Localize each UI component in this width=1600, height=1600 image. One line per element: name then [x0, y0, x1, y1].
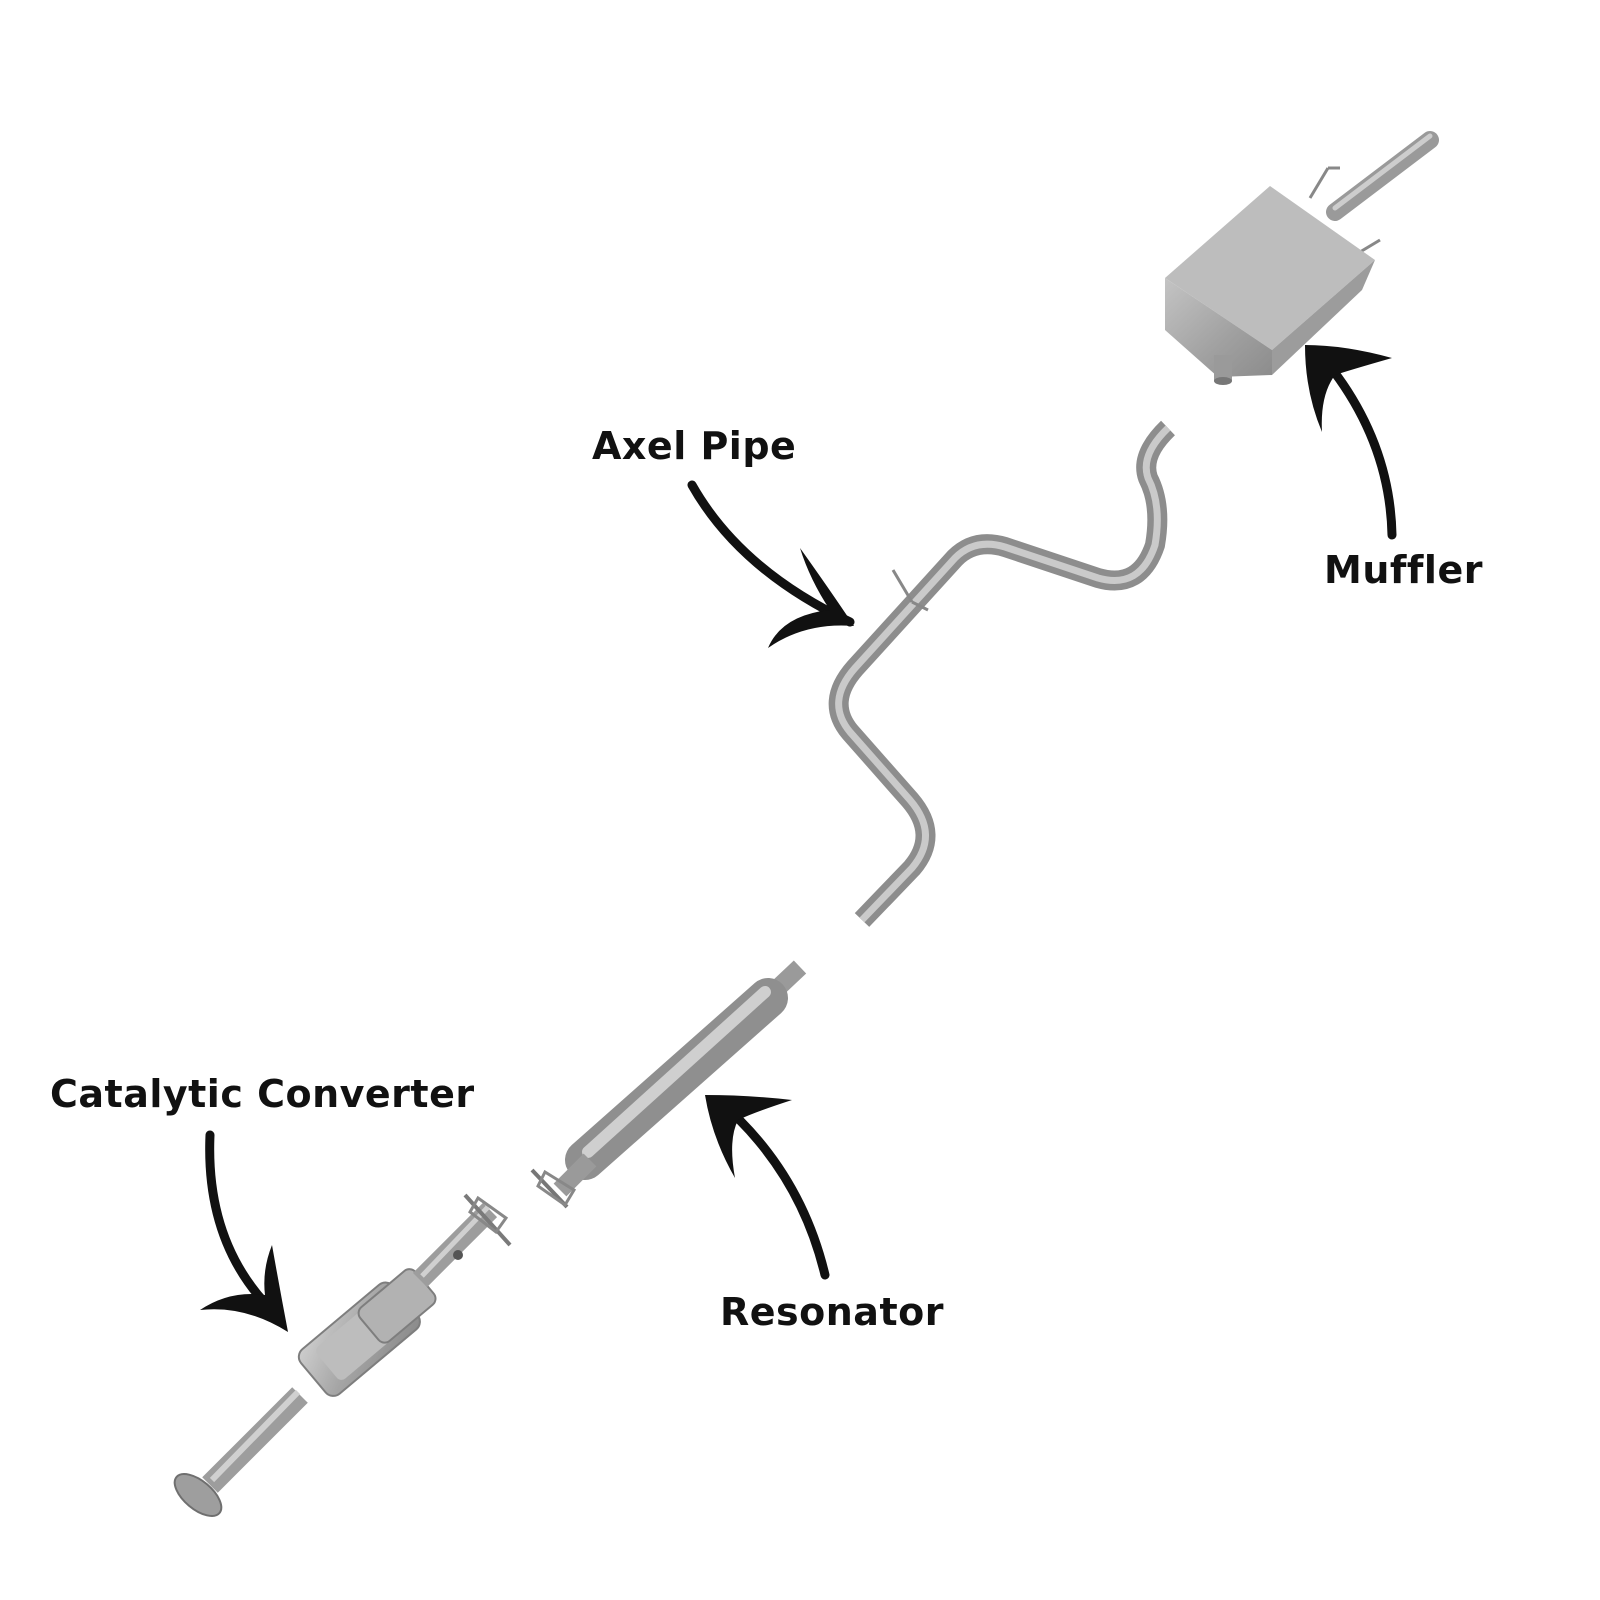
label-axel-pipe: Axel Pipe: [592, 424, 796, 468]
label-muffler: Muffler: [1324, 548, 1483, 592]
label-resonator: Resonator: [720, 1290, 944, 1334]
label-catalytic-converter: Catalytic Converter: [50, 1072, 475, 1116]
arrow-resonator: [705, 1095, 825, 1275]
arrow-catalytic-converter: [200, 1135, 288, 1332]
axel-pipe-part: [839, 428, 1168, 920]
arrow-axel-pipe: [692, 485, 854, 648]
catalytic-converter-part: [168, 1195, 510, 1524]
arrow-muffler: [1305, 345, 1392, 535]
muffler-part: [1165, 136, 1430, 385]
resonator-part: [532, 967, 800, 1207]
